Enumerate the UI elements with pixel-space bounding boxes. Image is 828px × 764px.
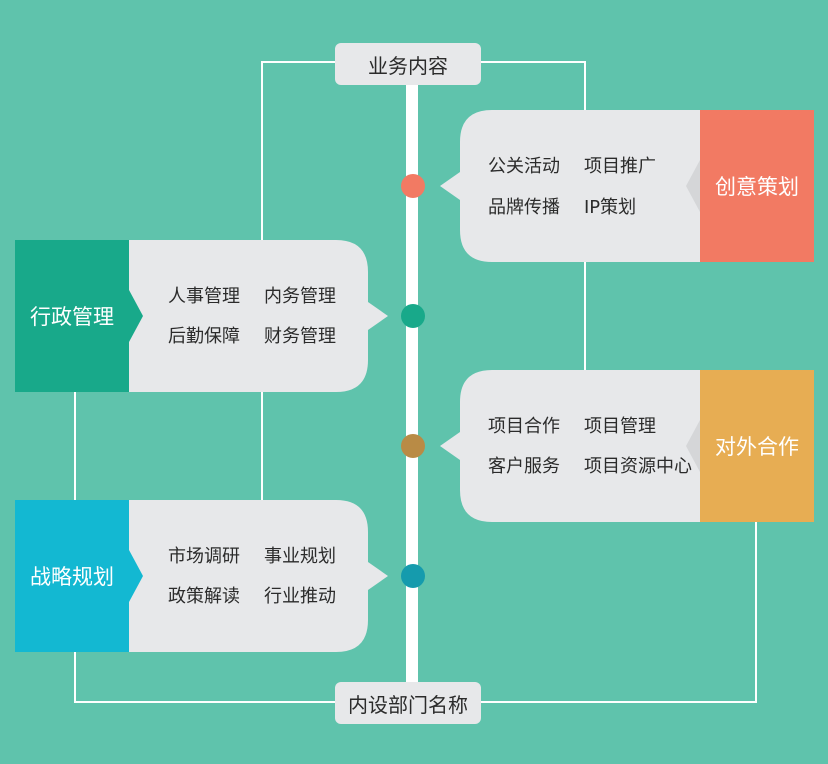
bottom-title: 内设部门名称: [348, 692, 468, 717]
dept-label-administration: 行政管理: [15, 240, 129, 392]
dept-name: 行政管理: [30, 305, 114, 329]
dept-color-block: [700, 110, 814, 262]
card-administration: [15, 240, 388, 392]
connector-top-left: [261, 61, 415, 240]
dept-color-block: [15, 500, 129, 652]
item-text: 公关活动: [488, 156, 560, 177]
card-background: [440, 110, 700, 262]
item-text: 项目管理: [584, 416, 656, 437]
card-external-cooperation: [440, 370, 814, 522]
top-title-pill: 业务内容: [335, 43, 481, 85]
axis-dot-administration: [401, 304, 425, 328]
notch: [129, 550, 143, 602]
item-text: 项目资源中心: [584, 456, 692, 477]
bottom-title-pill: 内设部门名称: [335, 682, 481, 724]
axis-dot-strategic: [401, 564, 425, 588]
dept-label-creative: 创意策划: [700, 110, 814, 262]
axis-dot-creative: [401, 174, 425, 198]
item-text: 政策解读: [168, 586, 240, 607]
dept-name: 战略规划: [30, 565, 114, 589]
item-text: 市场调研: [168, 546, 240, 567]
dept-label-strategic: 战略规划: [15, 500, 129, 652]
dept-name: 对外合作: [715, 435, 799, 459]
item-text: 财务管理: [264, 326, 336, 347]
notch: [686, 420, 700, 472]
notch: [129, 290, 143, 342]
item-text: 人事管理: [168, 286, 240, 307]
connector-bottom-right: [415, 522, 757, 703]
item-text: 事业规划: [264, 546, 336, 567]
top-title: 业务内容: [368, 53, 448, 78]
notch: [686, 160, 700, 212]
item-text: 项目合作: [488, 416, 560, 437]
card-creative-planning: [440, 110, 814, 262]
item-text: 后勤保障: [168, 326, 240, 347]
dept-color-block: [15, 240, 129, 392]
item-text: 行业推动: [264, 586, 336, 607]
axis-dot-external: [401, 434, 425, 458]
dept-color-block: [700, 370, 814, 522]
connector-bottom-left: [74, 392, 415, 703]
item-text: 项目推广: [584, 156, 656, 177]
card-background: [129, 240, 388, 392]
card-strategic-planning: [15, 500, 388, 652]
item-text: 客户服务: [488, 456, 560, 477]
item-text: 品牌传播: [488, 197, 560, 218]
item-text: 内务管理: [264, 286, 336, 307]
item-text: IP策划: [584, 197, 637, 218]
dept-name: 创意策划: [715, 175, 799, 199]
card-background: [440, 370, 700, 522]
dept-label-external: 对外合作: [700, 370, 814, 522]
card-background: [129, 500, 388, 652]
central-axis: [406, 80, 418, 690]
